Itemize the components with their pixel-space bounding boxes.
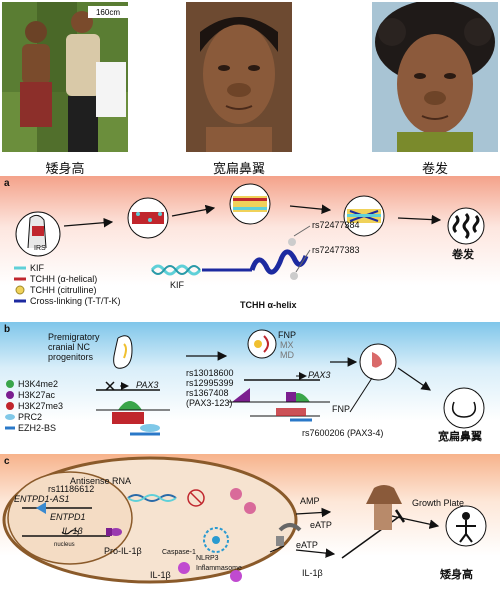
photo-curly-hair bbox=[372, 2, 498, 152]
snp-line-4: (PAX3-123) bbox=[186, 398, 233, 408]
panel-a-tag: a bbox=[4, 178, 10, 189]
il1b-outer-label: IL-1β bbox=[302, 568, 323, 578]
arrow bbox=[289, 204, 332, 214]
photo-short-stature: 160cm bbox=[2, 2, 128, 152]
panel-b: b bbox=[0, 322, 500, 454]
legend-label-h3k27ac: H3K27ac bbox=[18, 390, 56, 400]
gene-label-entpd1-as1: ENTPD1-AS1 bbox=[14, 494, 70, 504]
nlrp3-label: NLRP3 Inflammasome bbox=[196, 555, 242, 572]
progenitor-label: Premigratory cranial NC progenitors bbox=[48, 332, 100, 362]
gene-label-entpd1: ENTPD1 bbox=[50, 512, 86, 522]
caspase-label: Caspase-1 bbox=[162, 549, 196, 556]
hair-follicle-icon bbox=[15, 211, 61, 257]
snp-bottom-label: rs7600206 (PAX3-4) bbox=[302, 428, 384, 438]
legend-label-tchh-citrulline: TCHH (citrulline) bbox=[30, 285, 97, 295]
dna-locus bbox=[22, 502, 110, 537]
arrow bbox=[295, 548, 336, 558]
arrow bbox=[295, 507, 332, 518]
legend-label-prc2: PRC2 bbox=[18, 412, 43, 422]
broad-nose-icon bbox=[443, 387, 485, 429]
curly-hair-icon bbox=[447, 207, 485, 245]
human-figure-icon bbox=[445, 505, 487, 547]
snp-line-1: rs13018600 bbox=[186, 368, 234, 378]
embryo-face-icon bbox=[247, 329, 277, 359]
kif-label: KIF bbox=[170, 280, 185, 290]
citrulline-stage-icon bbox=[229, 183, 271, 225]
crosslinked-stage-icon bbox=[343, 195, 385, 237]
right-locus-diagram bbox=[228, 372, 330, 422]
panel-b-tag: b bbox=[4, 324, 11, 335]
gene-label-il1b: IL-1β bbox=[62, 526, 83, 536]
legend-swatch-prc2 bbox=[5, 414, 15, 420]
tchh-helix-label: TCHH α-helix bbox=[240, 300, 297, 310]
caption-broad-nose: 宽扁鼻翼 bbox=[212, 161, 265, 176]
panel-a: a IRS bbox=[0, 176, 500, 322]
il1b-inner-label: IL-1β bbox=[150, 570, 171, 580]
blocked-icon bbox=[187, 489, 205, 507]
legend-swatch-h3k27ac bbox=[6, 391, 14, 399]
arrow bbox=[63, 217, 114, 228]
pro-il1b-label: Pro-IL-1β bbox=[104, 546, 142, 556]
pro-il1b-icon bbox=[106, 528, 122, 536]
panel-c: c bbox=[0, 454, 500, 590]
alpha-helical-stage-icon bbox=[127, 197, 169, 239]
irs-label: IRS bbox=[34, 245, 46, 252]
snp-label-2: rs72477383 bbox=[312, 245, 360, 255]
nucleus-label: nucleus bbox=[54, 542, 75, 548]
arrow bbox=[171, 204, 216, 217]
tchh-helix-icon bbox=[249, 238, 309, 280]
kif-helix-icon bbox=[150, 264, 202, 276]
scale-label: 160cm bbox=[96, 8, 120, 17]
snp-label-c: rs11186612 bbox=[48, 484, 95, 494]
mx-label: MX bbox=[280, 340, 294, 350]
atp-sphere bbox=[230, 488, 256, 514]
panel-c-tag: c bbox=[4, 456, 10, 467]
legend-swatch-h3k4me2 bbox=[6, 380, 14, 388]
legend-label-kif: KIF bbox=[30, 263, 45, 273]
growth-plate-bone-icon bbox=[366, 485, 402, 530]
md-label: MD bbox=[280, 350, 294, 360]
eatp-label-2: eATP bbox=[296, 540, 318, 550]
arrow bbox=[397, 214, 442, 225]
caption-curly-hair: 卷发 bbox=[421, 161, 448, 176]
embryo-icon bbox=[113, 335, 133, 369]
nlrp3-inflammasome-icon bbox=[203, 527, 229, 553]
snp-line-2: rs12995399 bbox=[186, 378, 234, 388]
legend-label-tchh-helical: TCHH (α-helical) bbox=[30, 274, 98, 284]
amp-label: AMP bbox=[300, 496, 320, 506]
trait-curly-hair: 卷发 bbox=[452, 249, 474, 261]
fnp-label-2: FNP bbox=[332, 404, 350, 414]
gene-label-left: PAX3 bbox=[136, 380, 159, 390]
legend-swatch-h3k27me3 bbox=[6, 402, 14, 410]
legend-label-ezh2: EZH2-BS bbox=[18, 423, 57, 433]
photo-nose bbox=[186, 2, 292, 152]
trait-broad-nose: 宽扁鼻翼 bbox=[438, 431, 482, 443]
fnp-label: FNP bbox=[278, 330, 296, 340]
legend-label-h3k27me3: H3K27me3 bbox=[18, 401, 64, 411]
il1b-sphere-icon bbox=[178, 562, 242, 582]
arrow bbox=[391, 515, 440, 529]
trait-short-stature: 矮身高 bbox=[440, 569, 473, 581]
p2x7-receptor-icon bbox=[276, 523, 302, 546]
face-region-icon bbox=[359, 343, 397, 381]
eatp-label-1: eATP bbox=[310, 520, 332, 530]
antisense-label: Antisense RNA bbox=[70, 476, 132, 486]
growth-plate-label: Growth Plate bbox=[412, 498, 465, 508]
nucleus-outline bbox=[7, 471, 133, 565]
snp-label-1: rs72477384 bbox=[312, 220, 360, 230]
legend-label-crosslink: Cross-linking (T-T/T-K) bbox=[30, 296, 121, 306]
caption-short-stature: 矮身高 bbox=[45, 161, 85, 176]
arrow bbox=[397, 367, 431, 391]
snp-line-3: rs1367408 bbox=[186, 388, 229, 398]
left-locus-diagram bbox=[96, 381, 170, 436]
legend-swatch-tchh-citrulline bbox=[15, 285, 25, 295]
gene-label-right: PAX3 bbox=[308, 370, 331, 380]
rna-strands bbox=[127, 494, 177, 502]
legend-label-h3k4me2: H3K4me2 bbox=[18, 379, 59, 389]
